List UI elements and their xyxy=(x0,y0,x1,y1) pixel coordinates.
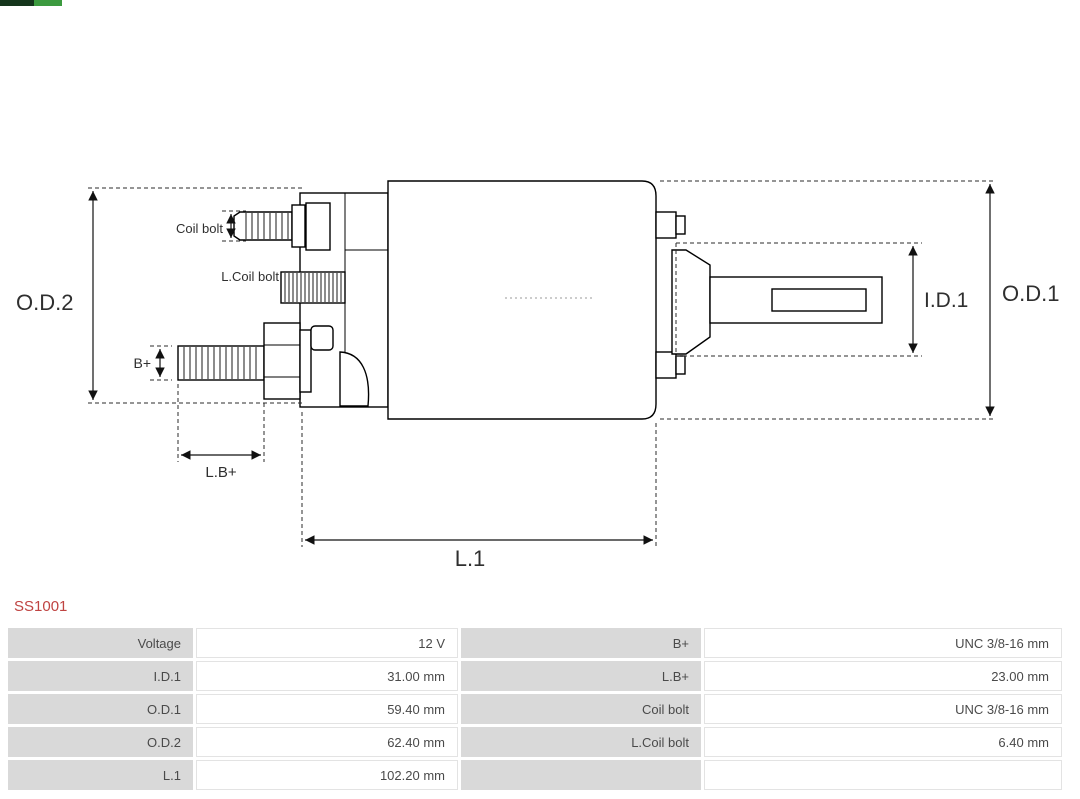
spec-label-cell: L.1 xyxy=(8,760,193,790)
plunger-shaft xyxy=(671,249,883,355)
od2-label: O.D.2 xyxy=(16,290,73,315)
spec-label-cell: I.D.1 xyxy=(8,661,193,691)
l1-label: L.1 xyxy=(455,546,486,571)
od1-label: O.D.1 xyxy=(1002,281,1059,306)
spec-label-cell: Coil bolt xyxy=(461,694,701,724)
b-plus-label: B+ xyxy=(133,355,151,371)
spec-label-cell: O.D.2 xyxy=(8,727,193,757)
dim-l1: L.1 xyxy=(301,412,657,571)
spec-label-cell: Voltage xyxy=(8,628,193,658)
spec-value-cell: 23.00 mm xyxy=(704,661,1062,691)
spec-table: Voltage 12 V B+ UNC 3/8-16 mm I.D.1 31.0… xyxy=(8,628,1062,790)
coil-bolt-label: Coil bolt xyxy=(176,221,223,236)
b-plus-terminal xyxy=(177,322,334,400)
dim-coil-bolt: Coil bolt xyxy=(176,210,246,242)
lb-plus-label: L.B+ xyxy=(205,464,237,481)
spec-label-cell: L.B+ xyxy=(461,661,701,691)
solenoid-diagram: O.D.2 O.D.1 I.D.1 Coil bolt L.Coil bolt xyxy=(16,180,1059,571)
spec-value-cell: 12 V xyxy=(196,628,458,658)
dim-l-coil-bolt: L.Coil bolt xyxy=(221,269,279,284)
dim-od2: O.D.2 xyxy=(16,187,302,404)
l-coil-bolt-label: L.Coil bolt xyxy=(221,269,279,284)
dim-id1: I.D.1 xyxy=(675,242,968,357)
dim-b-plus: B+ xyxy=(133,345,172,381)
spec-value-cell: 102.20 mm xyxy=(196,760,458,790)
terminal-stud-top xyxy=(655,211,686,239)
solenoid-body xyxy=(387,180,657,420)
logo-dark-segment xyxy=(0,0,34,6)
spec-label-cell: B+ xyxy=(461,628,701,658)
spec-value-cell: UNC 3/8-16 mm xyxy=(704,628,1062,658)
dim-lb-plus: L.B+ xyxy=(177,384,265,481)
dim-od1: O.D.1 xyxy=(660,180,1059,420)
spec-value-cell: UNC 3/8-16 mm xyxy=(704,694,1062,724)
spec-label-cell: L.Coil bolt xyxy=(461,727,701,757)
logo-green-segment xyxy=(34,0,62,6)
spec-value-cell: 31.00 mm xyxy=(196,661,458,691)
id1-label: I.D.1 xyxy=(924,289,968,312)
part-number-label: SS1001 xyxy=(14,598,68,615)
logo-fragment xyxy=(0,0,62,6)
spec-value-cell: 62.40 mm xyxy=(196,727,458,757)
spec-value-cell xyxy=(704,760,1062,790)
l-coil-bolt-threads xyxy=(280,271,346,304)
spec-value-cell: 59.40 mm xyxy=(196,694,458,724)
spec-label-cell: O.D.1 xyxy=(8,694,193,724)
spec-label-cell xyxy=(461,760,701,790)
terminal-stud-bottom xyxy=(655,351,686,379)
spec-value-cell: 6.40 mm xyxy=(704,727,1062,757)
